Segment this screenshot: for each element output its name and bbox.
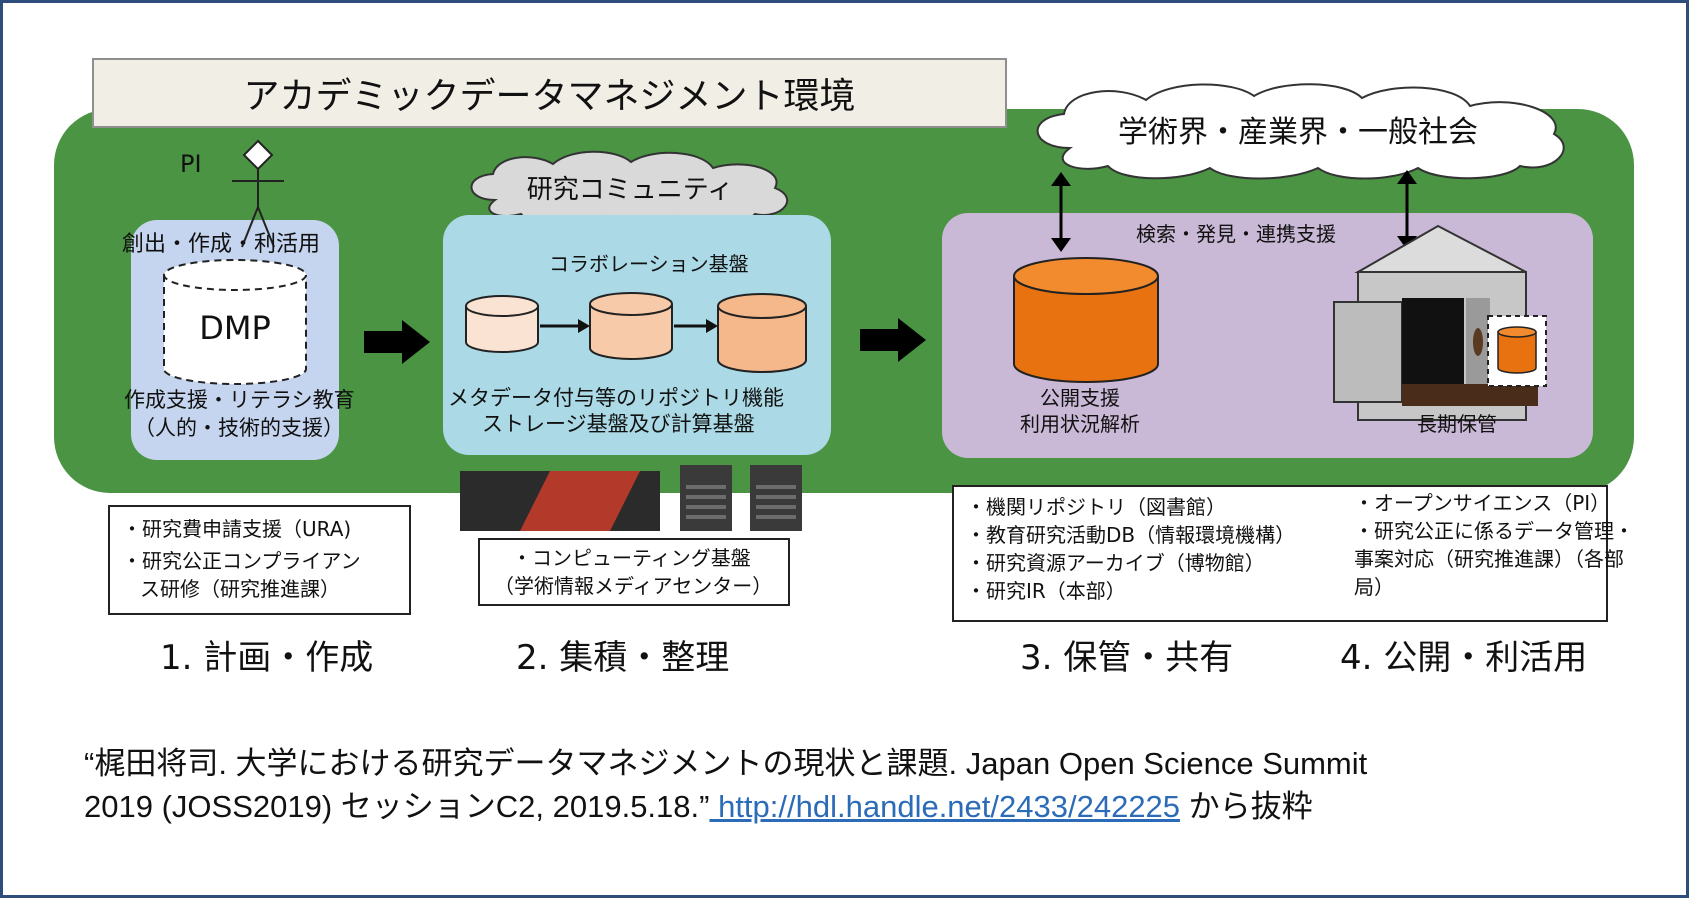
create-use-caption: 創出・作成・利活用: [122, 232, 321, 257]
computing-platform-text: ・コンピューティング基盤: [512, 546, 751, 570]
search-discovery-label: 検索・発見・連携支援: [1136, 222, 1336, 246]
warehouse-icon: [1333, 224, 1547, 421]
environment-title-text: アカデミックデータマネジメント環境: [243, 76, 856, 117]
research-community-cloud: 研究コミュニティ: [470, 150, 789, 226]
media-center-text: （学術情報メディアセンター）: [494, 574, 773, 598]
stage-label-planning: 1. 計画・作成: [160, 638, 374, 678]
research-community-label: 研究コミュニティ: [527, 175, 733, 205]
public-storage-cylinder: [1013, 257, 1159, 383]
stage-label-collection: 2. 集積・整理: [516, 638, 730, 678]
citation-line2: 2019 (JOSS2019) セッションC2, 2019.5.18.” htt…: [84, 785, 1644, 828]
openscience-note: 局）: [1354, 575, 1394, 599]
openscience-note: ・オープンサイエンス（PI）: [1354, 491, 1611, 515]
sharing-note: ・教育研究活動DB（情報環境機構）: [966, 523, 1296, 547]
data-growth-cylinders: [465, 292, 807, 373]
pi-label: PI: [180, 150, 202, 178]
human-tech-support-text: （人的・技術的支援）: [134, 416, 344, 440]
collaboration-platform-label: コラボレーション基盤: [549, 252, 749, 276]
citation: “梶田将司. 大学における研究データマネジメントの現状と課題. Japan Op…: [84, 742, 1644, 828]
openscience-note: 事案対応（研究推進課）（各部: [1354, 547, 1624, 571]
bidirectional-arrow-icon: [1051, 172, 1071, 252]
storage-compute-text: ストレージ基盤及び計算基盤: [482, 412, 755, 436]
long-term-storage-label: 長期保管: [1417, 412, 1497, 436]
repository-function-text: メタデータ付与等のリポジトリ機能: [448, 386, 784, 410]
flow-arrow-icon: [364, 320, 430, 364]
computing-box: ・コンピューティング基盤 （学術情報メディアセンター）: [478, 538, 790, 606]
society-cloud: 学術界・産業界・一般社会: [1036, 83, 1565, 180]
stage-label-publication: 4. 公開・利活用: [1340, 638, 1588, 678]
citation-suffix: から抜粋: [1180, 789, 1313, 824]
sharing-notes-box: ・機関リポジトリ（図書館） ・教育研究活動DB（情報環境機構） ・研究資源アーカ…: [952, 485, 1634, 622]
dmp-label: DMP: [199, 309, 271, 347]
stage-label-sharing: 3. 保管・共有: [1020, 638, 1234, 678]
planning-notes-box: ・研究費申請支援（URA) ・研究公正コンプライアン ス研修（研究推進課）: [108, 505, 411, 615]
planning-note: ス研修（研究推進課）: [140, 577, 340, 601]
dmp-cylinder: DMP: [163, 259, 307, 385]
citation-reference: 2019 (JOSS2019) セッションC2, 2019.5.18.”: [84, 789, 710, 824]
literacy-support-text: 作成支援・リテラシ教育: [124, 388, 355, 412]
openscience-note: ・研究公正に係るデータ管理・: [1354, 519, 1634, 543]
person-icon: [232, 139, 284, 248]
society-label: 学術界・産業界・一般社会: [1118, 115, 1478, 150]
planning-note: ・研究費申請支援（URA): [122, 517, 352, 541]
citation-link[interactable]: http://hdl.handle.net/2433/242225: [709, 789, 1181, 824]
sharing-note: ・研究資源アーカイブ（博物館）: [966, 551, 1265, 575]
usage-analysis-text: 利用状況解析: [1020, 412, 1140, 436]
flow-arrow-icon: [860, 318, 926, 362]
sharing-note: ・機関リポジトリ（図書館）: [966, 495, 1226, 519]
environment-title: アカデミックデータマネジメント環境: [92, 58, 1007, 128]
sharing-note: ・研究IR（本部）: [966, 579, 1126, 603]
server-rack-icon: [460, 465, 802, 531]
public-support-text: 公開支援: [1040, 386, 1120, 410]
planning-note: ・研究公正コンプライアン: [122, 549, 361, 573]
citation-line1: “梶田将司. 大学における研究データマネジメントの現状と課題. Japan Op…: [84, 746, 1368, 781]
